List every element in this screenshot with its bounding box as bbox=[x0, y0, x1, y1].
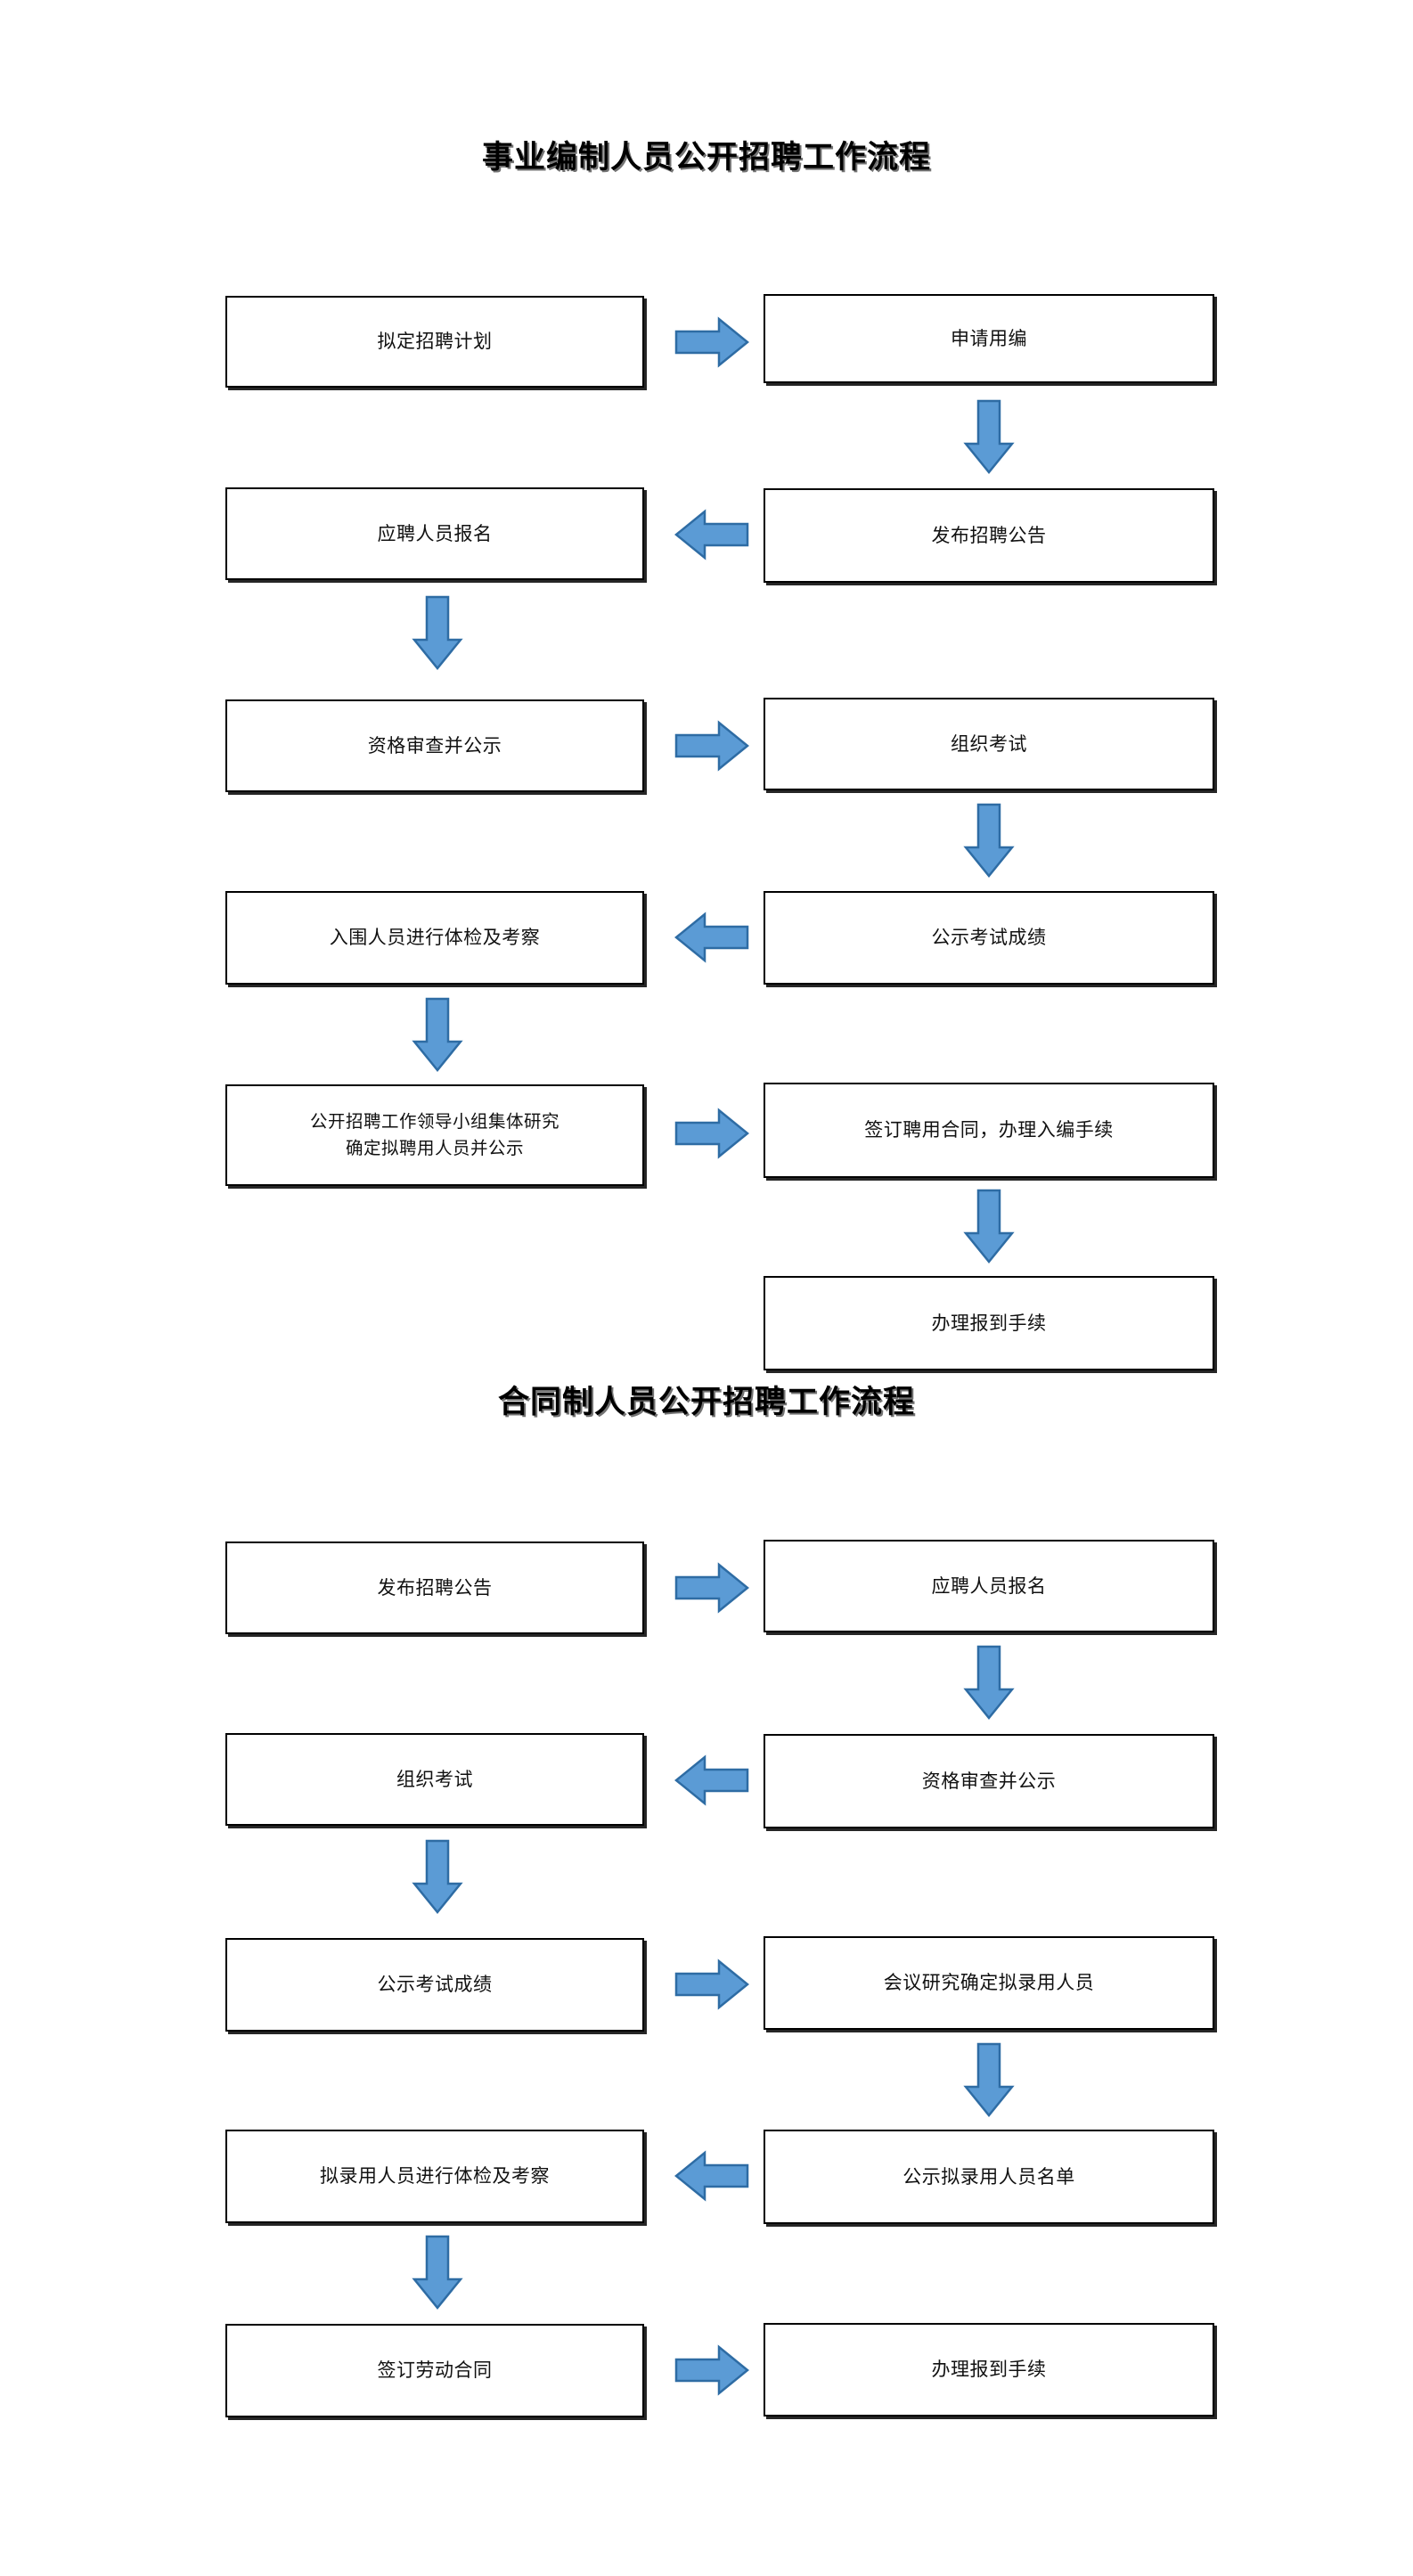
arrow-down-icon bbox=[412, 2235, 463, 2310]
arrow-down-icon bbox=[412, 595, 463, 670]
flow-node[interactable]: 发布招聘公告 bbox=[225, 1542, 644, 1634]
arrow-down-icon bbox=[412, 997, 463, 1072]
flow-node[interactable]: 应聘人员报名 bbox=[764, 1540, 1214, 1632]
flow-node-label: 入围人员进行体检及考察 bbox=[329, 927, 541, 949]
arrow-left-icon bbox=[674, 1754, 749, 1806]
flow-node-label: 公示考试成绩 bbox=[931, 927, 1047, 949]
flow-node[interactable]: 签订聘用合同，办理入编手续 bbox=[764, 1083, 1214, 1178]
arrow-down-icon bbox=[963, 1645, 1015, 1720]
arrow-down-icon bbox=[412, 1839, 463, 1914]
flow-node[interactable]: 拟录用人员进行体检及考察 bbox=[225, 2130, 644, 2223]
arrow-down-icon bbox=[963, 399, 1015, 474]
flow-node[interactable]: 入围人员进行体检及考察 bbox=[225, 891, 644, 985]
flow-node-label: 资格审查并公示 bbox=[367, 734, 502, 756]
flow-node[interactable]: 办理报到手续 bbox=[764, 1276, 1214, 1370]
arrow-down-icon bbox=[963, 803, 1015, 878]
arrow-right-icon bbox=[674, 1108, 749, 1159]
arrow-left-icon bbox=[674, 509, 749, 560]
flow-node-label: 签订劳动合同 bbox=[377, 2359, 493, 2382]
arrow-left-icon bbox=[674, 2150, 749, 2202]
flow-node-label: 签订聘用合同，办理入编手续 bbox=[864, 1119, 1114, 1141]
flow-node[interactable]: 公示考试成绩 bbox=[764, 891, 1214, 985]
flow-node-label: 发布招聘公告 bbox=[931, 524, 1047, 546]
flow-node[interactable]: 签订劳动合同 bbox=[225, 2324, 644, 2417]
flow-node[interactable]: 公示考试成绩 bbox=[225, 1938, 644, 2032]
arrow-right-icon bbox=[674, 316, 749, 368]
flow-node[interactable]: 资格审查并公示 bbox=[225, 699, 644, 792]
flow-node-label: 资格审查并公示 bbox=[921, 1770, 1057, 1792]
flow-node[interactable]: 申请用编 bbox=[764, 294, 1214, 383]
flow-node[interactable]: 公开招聘工作领导小组集体研究 确定拟聘用人员并公示 bbox=[225, 1084, 644, 1186]
flow-node[interactable]: 应聘人员报名 bbox=[225, 487, 644, 580]
flow-node[interactable]: 资格审查并公示 bbox=[764, 1734, 1214, 1828]
flow-node-label: 应聘人员报名 bbox=[931, 1574, 1047, 1597]
flow-node-label: 申请用编 bbox=[951, 327, 1027, 349]
flow-node[interactable]: 拟定招聘计划 bbox=[225, 296, 644, 388]
arrow-down-icon bbox=[963, 1189, 1015, 1263]
flow-node-label: 办理报到手续 bbox=[931, 2359, 1047, 2381]
flow-node[interactable]: 发布招聘公告 bbox=[764, 488, 1214, 583]
flow-node-label: 会议研究确定拟录用人员 bbox=[883, 1972, 1095, 1994]
flow-node[interactable]: 组织考试 bbox=[764, 698, 1214, 790]
section-2-title: 合同制人员公开招聘工作流程 bbox=[497, 1384, 915, 1420]
flow-node-label: 拟录用人员进行体检及考察 bbox=[320, 2165, 550, 2188]
arrow-right-icon bbox=[674, 2344, 749, 2396]
flow-node-label: 公开招聘工作领导小组集体研究 确定拟聘用人员并公示 bbox=[309, 1110, 559, 1158]
flow-node-label: 组织考试 bbox=[951, 732, 1027, 755]
flow-node[interactable]: 公示拟录用人员名单 bbox=[764, 2130, 1214, 2224]
flow-node-label: 公示拟录用人员名单 bbox=[903, 2165, 1075, 2188]
arrow-right-icon bbox=[674, 720, 749, 772]
flow-node-label: 公示考试成绩 bbox=[377, 1974, 493, 1996]
arrow-right-icon bbox=[674, 1562, 749, 1614]
flow-node-label: 拟定招聘计划 bbox=[377, 331, 493, 353]
flow-node[interactable]: 办理报到手续 bbox=[764, 2323, 1214, 2417]
flow-node[interactable]: 会议研究确定拟录用人员 bbox=[764, 1936, 1214, 2030]
flow-node[interactable]: 组织考试 bbox=[225, 1733, 644, 1826]
arrow-left-icon bbox=[674, 912, 749, 963]
flow-node-label: 应聘人员报名 bbox=[377, 522, 493, 544]
arrow-right-icon bbox=[674, 1959, 749, 2010]
section-1-title: 事业编制人员公开招聘工作流程 bbox=[481, 139, 931, 176]
arrow-down-icon bbox=[963, 2042, 1015, 2117]
flow-node-label: 发布招聘公告 bbox=[377, 1576, 493, 1599]
flow-node-label: 办理报到手续 bbox=[931, 1312, 1047, 1334]
flow-node-label: 组织考试 bbox=[396, 1768, 473, 1790]
